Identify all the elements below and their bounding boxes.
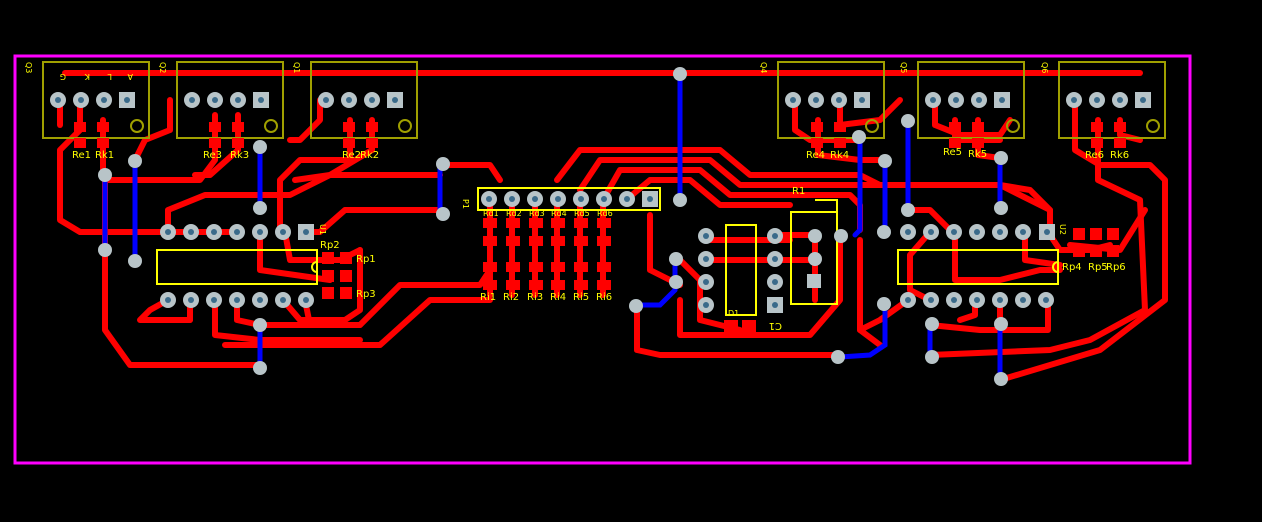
connector-pin-letters: G K L A <box>60 72 133 81</box>
connector-q5-outline <box>917 61 1025 139</box>
u2-notch <box>1052 261 1059 273</box>
u1-outline <box>156 249 318 285</box>
label-rd4: Rd4 <box>551 209 567 218</box>
label-u2: U2 <box>1058 224 1067 235</box>
top-copper-traces <box>57 70 1168 383</box>
label-u1: U1 <box>318 224 327 235</box>
label-rp4: Rp4 <box>1062 262 1082 273</box>
label-re2: Re2 <box>342 150 361 161</box>
board-outline <box>13 54 1192 465</box>
smd-pads <box>74 122 1126 334</box>
connector-q3-outline <box>42 61 150 139</box>
label-rd5: Rd5 <box>574 209 590 218</box>
d1-outline <box>725 224 757 316</box>
connector-q4-outline <box>777 61 885 139</box>
label-rp6: Rp6 <box>1106 262 1126 273</box>
label-p1: P1 <box>461 199 470 209</box>
label-rk2: Rk2 <box>360 150 379 161</box>
svg-text:G: G <box>60 72 66 81</box>
label-re5: Re5 <box>943 147 962 158</box>
label-rp2: Rp2 <box>320 240 340 251</box>
label-ri6: Ri6 <box>596 292 612 303</box>
label-q4: Q4 <box>759 62 768 73</box>
label-re3: Re3 <box>203 150 222 161</box>
drill-holes <box>55 97 1146 308</box>
silkscreen-labels: Re1 Rk1 Re3 Rk3 Re2 Rk2 Re4 Rk4 Re5 Rk5 … <box>24 62 1129 331</box>
label-q6: Q6 <box>1040 62 1049 73</box>
label-q3: Q3 <box>24 62 33 73</box>
connector-q6-outline <box>1058 61 1166 139</box>
label-rk5: Rk5 <box>968 149 987 160</box>
label-ri2: Ri2 <box>503 292 519 303</box>
label-rk1: Rk1 <box>95 150 114 161</box>
label-rd6: Rd6 <box>597 209 613 218</box>
u2-outline <box>897 249 1059 285</box>
label-rd2: Rd2 <box>506 209 522 218</box>
label-rp1: Rp1 <box>356 254 376 265</box>
u1-notch <box>311 261 318 273</box>
label-rd3: Rd3 <box>529 209 545 218</box>
label-re6: Re6 <box>1085 150 1104 161</box>
label-re1: Re1 <box>72 150 91 161</box>
p1-outline <box>477 187 661 211</box>
label-c1: C1 <box>769 320 782 331</box>
label-rd1: Rd1 <box>483 209 499 218</box>
label-r1: R1 <box>792 186 805 197</box>
connector-q1-outline <box>310 61 418 139</box>
label-q5: Q5 <box>899 62 908 73</box>
svg-text:A: A <box>127 72 133 81</box>
svg-text:L: L <box>107 72 112 81</box>
label-rk4: Rk4 <box>830 150 849 161</box>
label-q1: Q1 <box>292 62 301 73</box>
label-q2: Q2 <box>158 62 167 73</box>
r1-outline <box>790 211 838 305</box>
connector-q2-outline <box>176 61 284 139</box>
bottom-copper-traces <box>102 72 1003 381</box>
label-rpd: Rp5 <box>1088 262 1108 273</box>
label-rk3: Rk3 <box>230 150 249 161</box>
svg-text:K: K <box>84 72 90 81</box>
label-re4: Re4 <box>806 150 825 161</box>
label-ri3: Ri3 <box>527 292 543 303</box>
silkscreen-outlines <box>156 187 1059 316</box>
label-ri4: Ri4 <box>550 292 566 303</box>
label-rp3: Rp3 <box>356 289 376 300</box>
label-rk6: Rk6 <box>1110 150 1129 161</box>
label-ri1: Ri1 <box>480 292 496 303</box>
connector-outlines <box>42 61 1166 139</box>
label-ri5: Ri5 <box>573 292 589 303</box>
label-d1: D1 <box>728 309 739 318</box>
